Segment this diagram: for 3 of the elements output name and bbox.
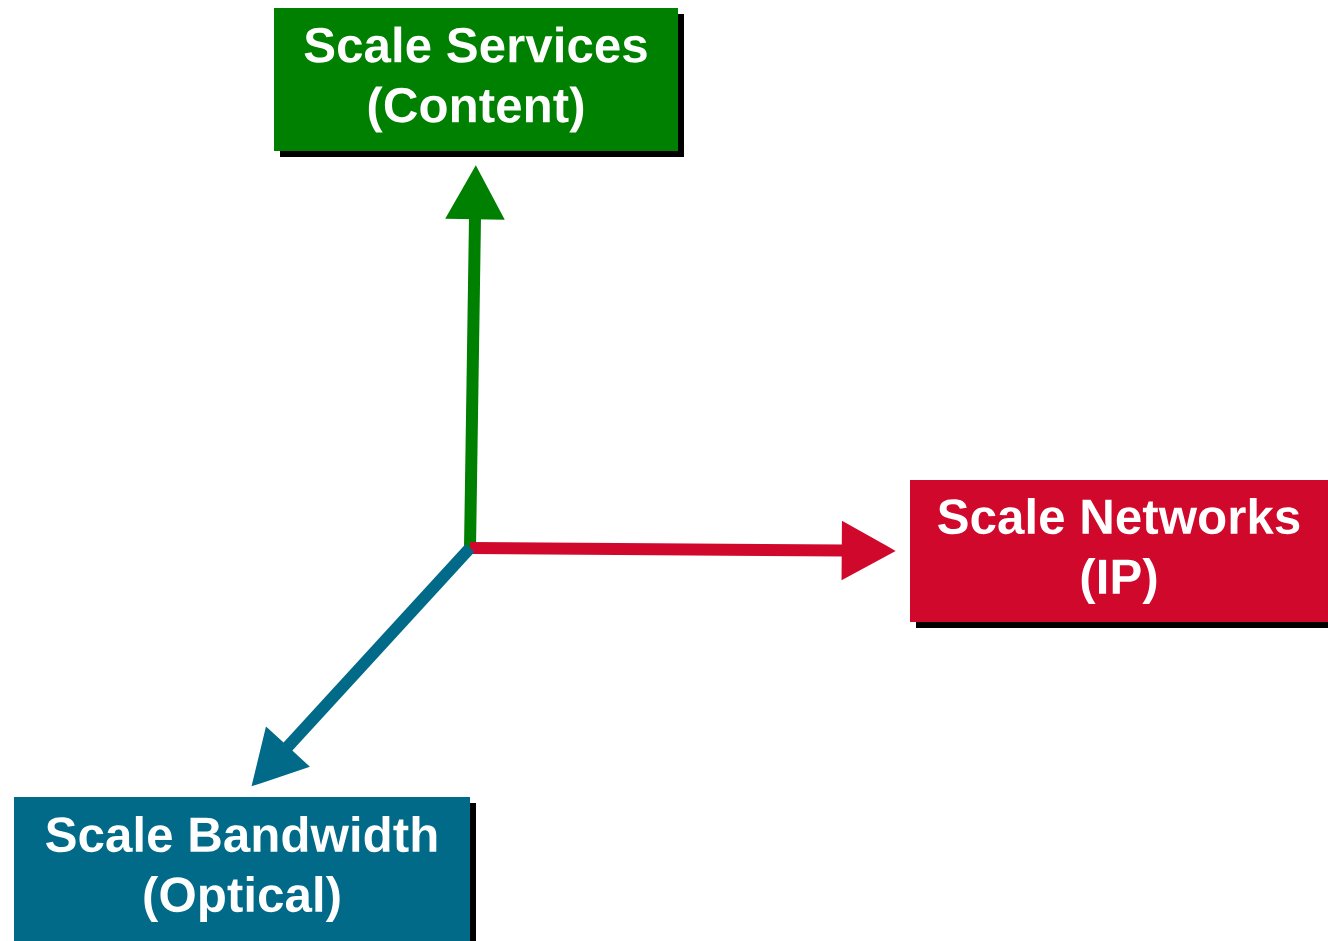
label-box: Scale Networks (IP) [910,480,1328,628]
label-box: Scale Services (Content) [274,8,684,157]
label-box: Scale Bandwidth (Optical) [14,797,476,941]
